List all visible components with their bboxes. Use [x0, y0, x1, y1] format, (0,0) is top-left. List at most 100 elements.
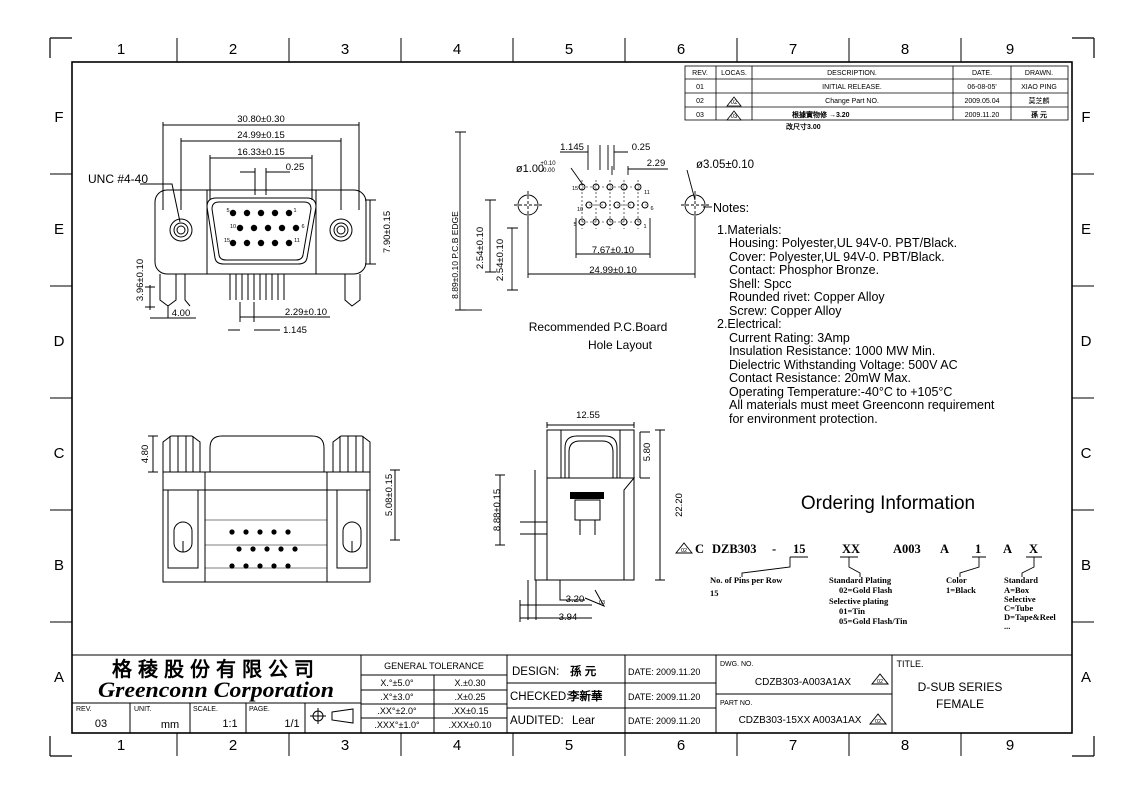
code-packing: X — [1029, 542, 1038, 556]
pcb-pin-number: 10 — [577, 207, 583, 213]
scale-value: 1:1 — [222, 718, 237, 730]
col-label-top: 8 — [901, 41, 909, 58]
row-label-left: F — [54, 109, 63, 126]
note-line: Contact Resistance: 20mW Max. — [729, 371, 911, 385]
legend-plating-line: Selective plating — [829, 596, 889, 606]
title-block: 格稜股份有限公司 Greenconn Corporation REV. UNIT… — [72, 654, 1072, 733]
row-label-right: C — [1081, 445, 1092, 462]
pcb-pin-number: 6 — [650, 206, 653, 212]
tolerance-linear: .XXX±0.10 — [449, 720, 492, 730]
rev-header-rev: REV. — [692, 70, 708, 77]
side-dim-leg: 3.20 — [566, 594, 585, 605]
pcb-dim-rivet-hole: ø3.05±0.10 — [696, 159, 754, 171]
title-line: D-SUB SERIES — [918, 680, 1003, 694]
legend-plating-line: 05=Gold Flash/Tin — [839, 616, 907, 626]
rev-row-drawn: XIAO PING — [1021, 84, 1057, 91]
rev-header-drawn: DRAWN. — [1025, 70, 1053, 77]
date-value: 2009.11.20 — [656, 716, 700, 726]
notes: Notes: 1.Materials: Housing: Polyester,U… — [713, 201, 995, 426]
pcb-layout: 1.145 0.25 2.29 ø1.00 +0.10 -0.00 ø3.05±… — [450, 131, 754, 352]
col-label-bottom: 1 — [117, 737, 125, 754]
tolerance-angle: .XX°±2.0° — [377, 706, 417, 716]
note-line: Cover: Polyester,UL 94V-0. PBT/Black. — [729, 250, 945, 264]
dim-height: 7.90±0.15 — [382, 211, 393, 253]
code-prefix: C — [695, 542, 704, 556]
pin-number: 10 — [230, 224, 236, 230]
rev-row-date: 06-08-05' — [967, 84, 996, 91]
dim-leg-height: 3.96±0.10 — [135, 259, 146, 301]
dim-pin-row: 5.08±0.15 — [384, 474, 395, 516]
dim-pin-width: 0.25 — [286, 162, 305, 173]
dwg-rev-mark: 02 — [877, 679, 883, 685]
code-plating: XX — [842, 542, 860, 556]
title-line: FEMALE — [936, 697, 984, 711]
code-series: DZB303 — [712, 542, 756, 556]
side-dim-height: 22.20 — [674, 493, 685, 517]
side-contact-bar — [570, 492, 604, 499]
col-label-top: 3 — [341, 41, 349, 58]
checked-value: 李新華 — [567, 689, 603, 703]
pcb-holes — [578, 180, 649, 229]
scale-label: SCALE. — [193, 706, 218, 713]
note-line: Insulation Resistance: 1000 MW Min. — [729, 344, 935, 358]
rev-row-rev: 01 — [696, 84, 704, 91]
audited-label: AUDITED: — [510, 715, 564, 727]
rev-value: 03 — [95, 718, 107, 730]
side-rev-mark: 03 — [599, 600, 605, 606]
pcb-dim-half-pitch: 1.145 — [560, 142, 584, 153]
date-value: 2009.11.20 — [656, 692, 700, 702]
design-value: 孫 元 — [570, 664, 597, 678]
legend-pins-title: No. of Pins per Row — [710, 575, 783, 585]
thread-label: UNC #4-40 — [88, 172, 148, 186]
row-label-left: B — [54, 557, 64, 574]
legend-plating-line: 02=Gold Flash — [839, 585, 893, 595]
col-label-bottom: 4 — [453, 737, 461, 754]
tolerance-header: GENERAL TOLERANCE — [384, 661, 484, 671]
note-line: Shell: Spcc — [729, 277, 792, 291]
checked-label: CHECKED: — [510, 691, 569, 703]
row-label-right: F — [1081, 109, 1090, 126]
side-dim-top: 12.55 — [576, 410, 600, 421]
pin-number: 1 — [293, 208, 296, 214]
col-label-bottom: 5 — [565, 737, 573, 754]
design-label: DESIGN: — [512, 666, 559, 678]
row-label-right: A — [1081, 669, 1091, 686]
rev-row-rev: 02 — [696, 98, 704, 105]
col-label-bottom: 8 — [901, 737, 909, 754]
note-line: Operating Temperature:-40°C to +105°C — [729, 385, 952, 399]
part-rev-mark: 02 — [875, 719, 881, 725]
date-label: DATE: — [628, 667, 654, 677]
row-label-right: B — [1081, 557, 1091, 574]
rev-row-locas: 02 — [731, 100, 738, 106]
side-dim-standoff: 3.94 — [559, 612, 578, 623]
note-line: for environment protection. — [729, 412, 878, 426]
revision-table: REV. LOCAS. DESCRIPTION. DATE. DRAWN. 01… — [684, 65, 1069, 131]
dim-half-pitch: 1.145 — [283, 325, 307, 336]
dim-shell-width: 16.33±0.15 — [237, 147, 284, 158]
col-label-top: 4 — [453, 41, 461, 58]
pin-number: 5 — [226, 208, 229, 214]
bottom-view: 4.80 5.08±0.15 — [140, 435, 400, 583]
dim-screw-height: 4.80 — [140, 445, 151, 464]
code-option-a2: A — [1003, 542, 1012, 556]
rev-label: REV. — [76, 706, 92, 713]
tolerance-angle: .XXX°±1.0° — [374, 720, 420, 730]
legend-std-line: C=Tube — [1004, 603, 1033, 613]
page-label: PAGE. — [249, 706, 270, 713]
rev-row-desc: INITIAL RELEASE. — [822, 84, 882, 91]
col-label-top: 7 — [789, 41, 797, 58]
pcb-dim-hole: ø1.00 — [516, 163, 544, 175]
row-label-left: D — [54, 333, 65, 350]
note-line: 1.Materials: — [717, 223, 782, 237]
note-line: Dielectric Withstanding Voltage: 500V AC — [729, 358, 958, 372]
pcb-dim-hole-tol-upper: +0.10 — [540, 161, 556, 167]
col-label-top: 9 — [1006, 41, 1014, 58]
note-line: 2.Electrical: — [717, 317, 782, 331]
pcb-pin-number: 15 — [572, 186, 578, 192]
note-line: Current Rating: 3Amp — [729, 331, 850, 345]
tolerance-angle: X.°±5.0° — [380, 678, 414, 688]
part-label: PART NO. — [720, 700, 752, 707]
row-label-right: D — [1081, 333, 1092, 350]
rev-header-locas: LOCAS. — [721, 70, 747, 77]
